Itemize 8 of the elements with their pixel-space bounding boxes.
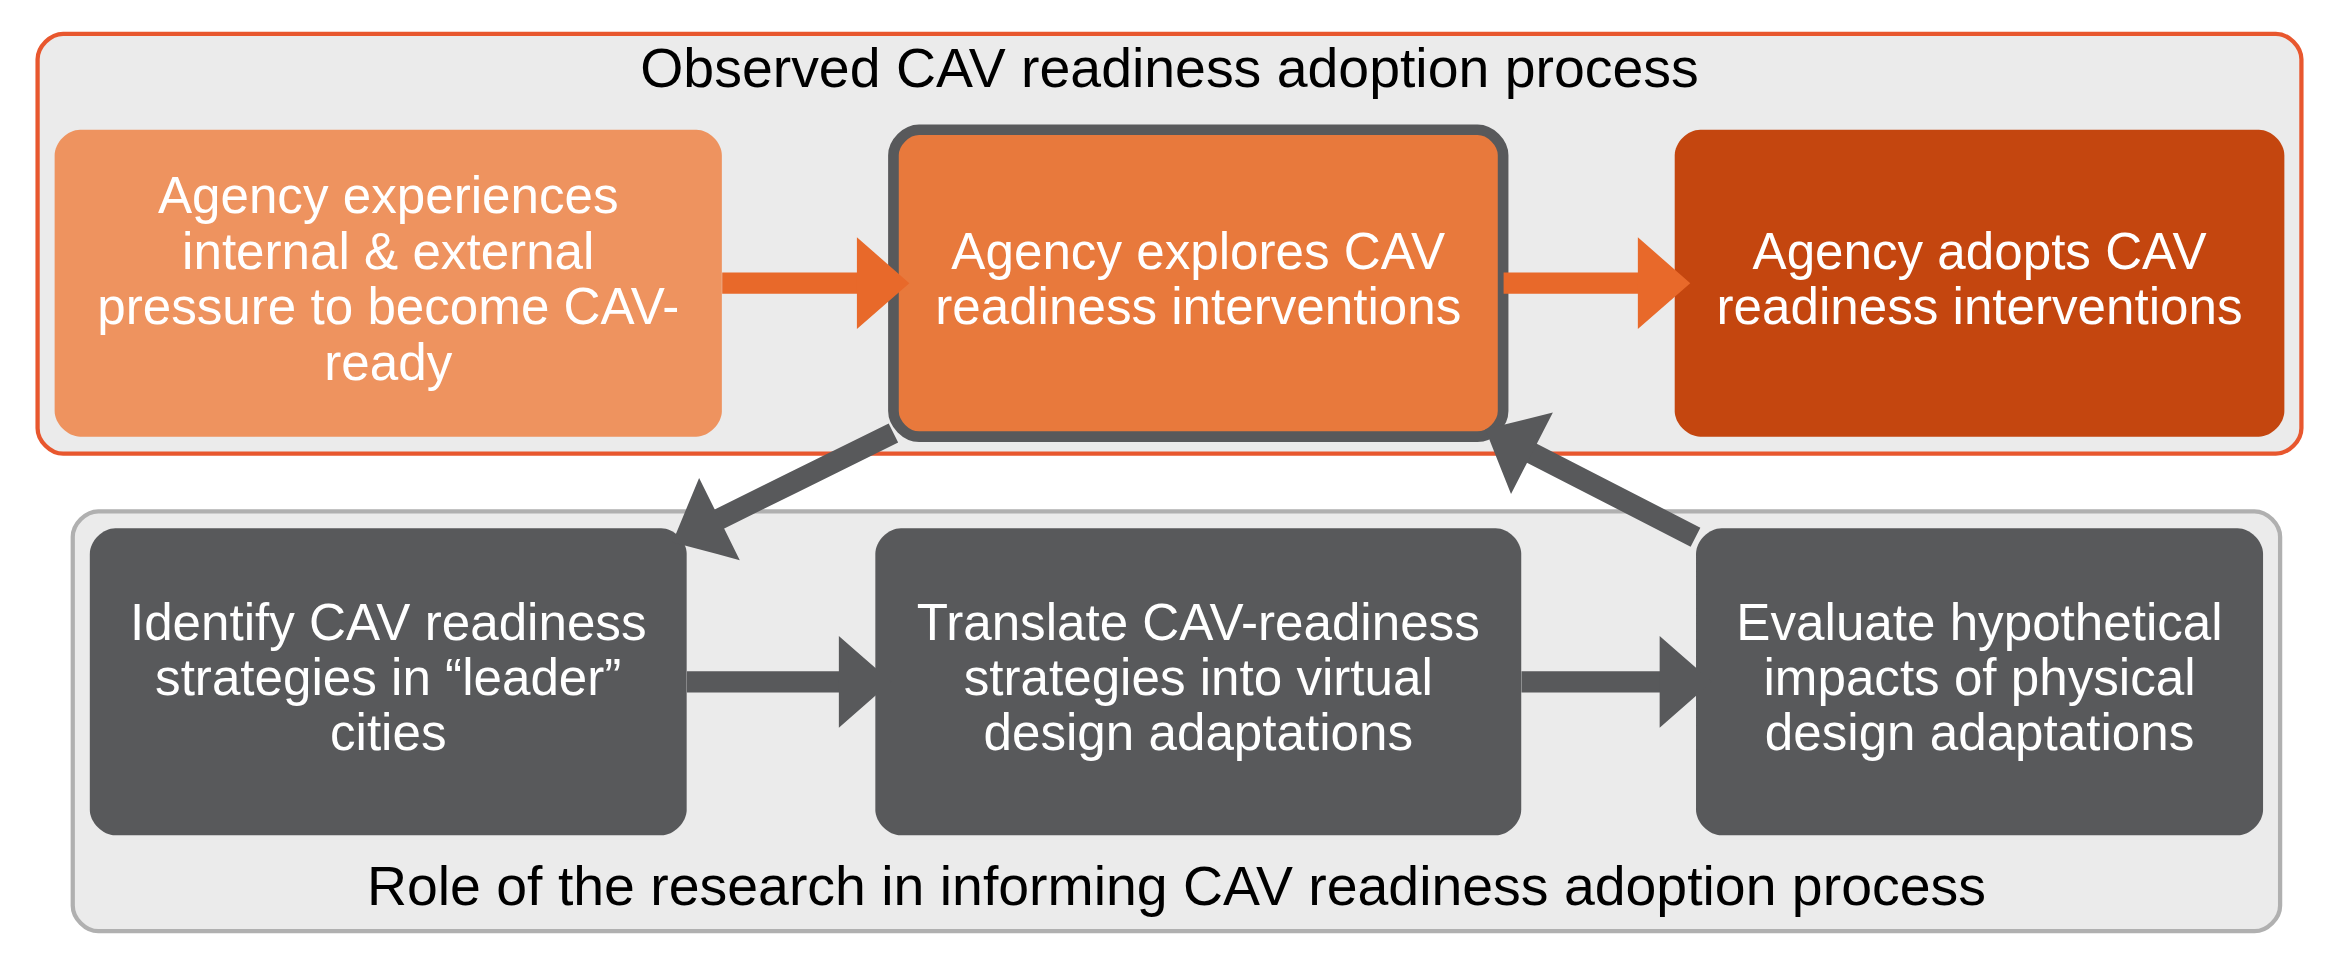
node-box: Evaluate hypothetical impacts of physical design adaptations <box>1695 528 2263 836</box>
node-box: Identify CAV readiness strategies in “leader” cities <box>89 528 687 836</box>
node-box: Agency explores CAV readiness interventions <box>887 124 1508 442</box>
node-box: Agency adopts CAV readiness interventions <box>1674 129 2284 437</box>
arrow <box>721 237 909 330</box>
arrow <box>1503 237 1690 330</box>
node-box: Agency experiences internal & external pressure to become CAV-ready <box>54 129 722 437</box>
node-box: Translate CAV-readiness strategies into virtual design adaptations <box>874 528 1521 836</box>
